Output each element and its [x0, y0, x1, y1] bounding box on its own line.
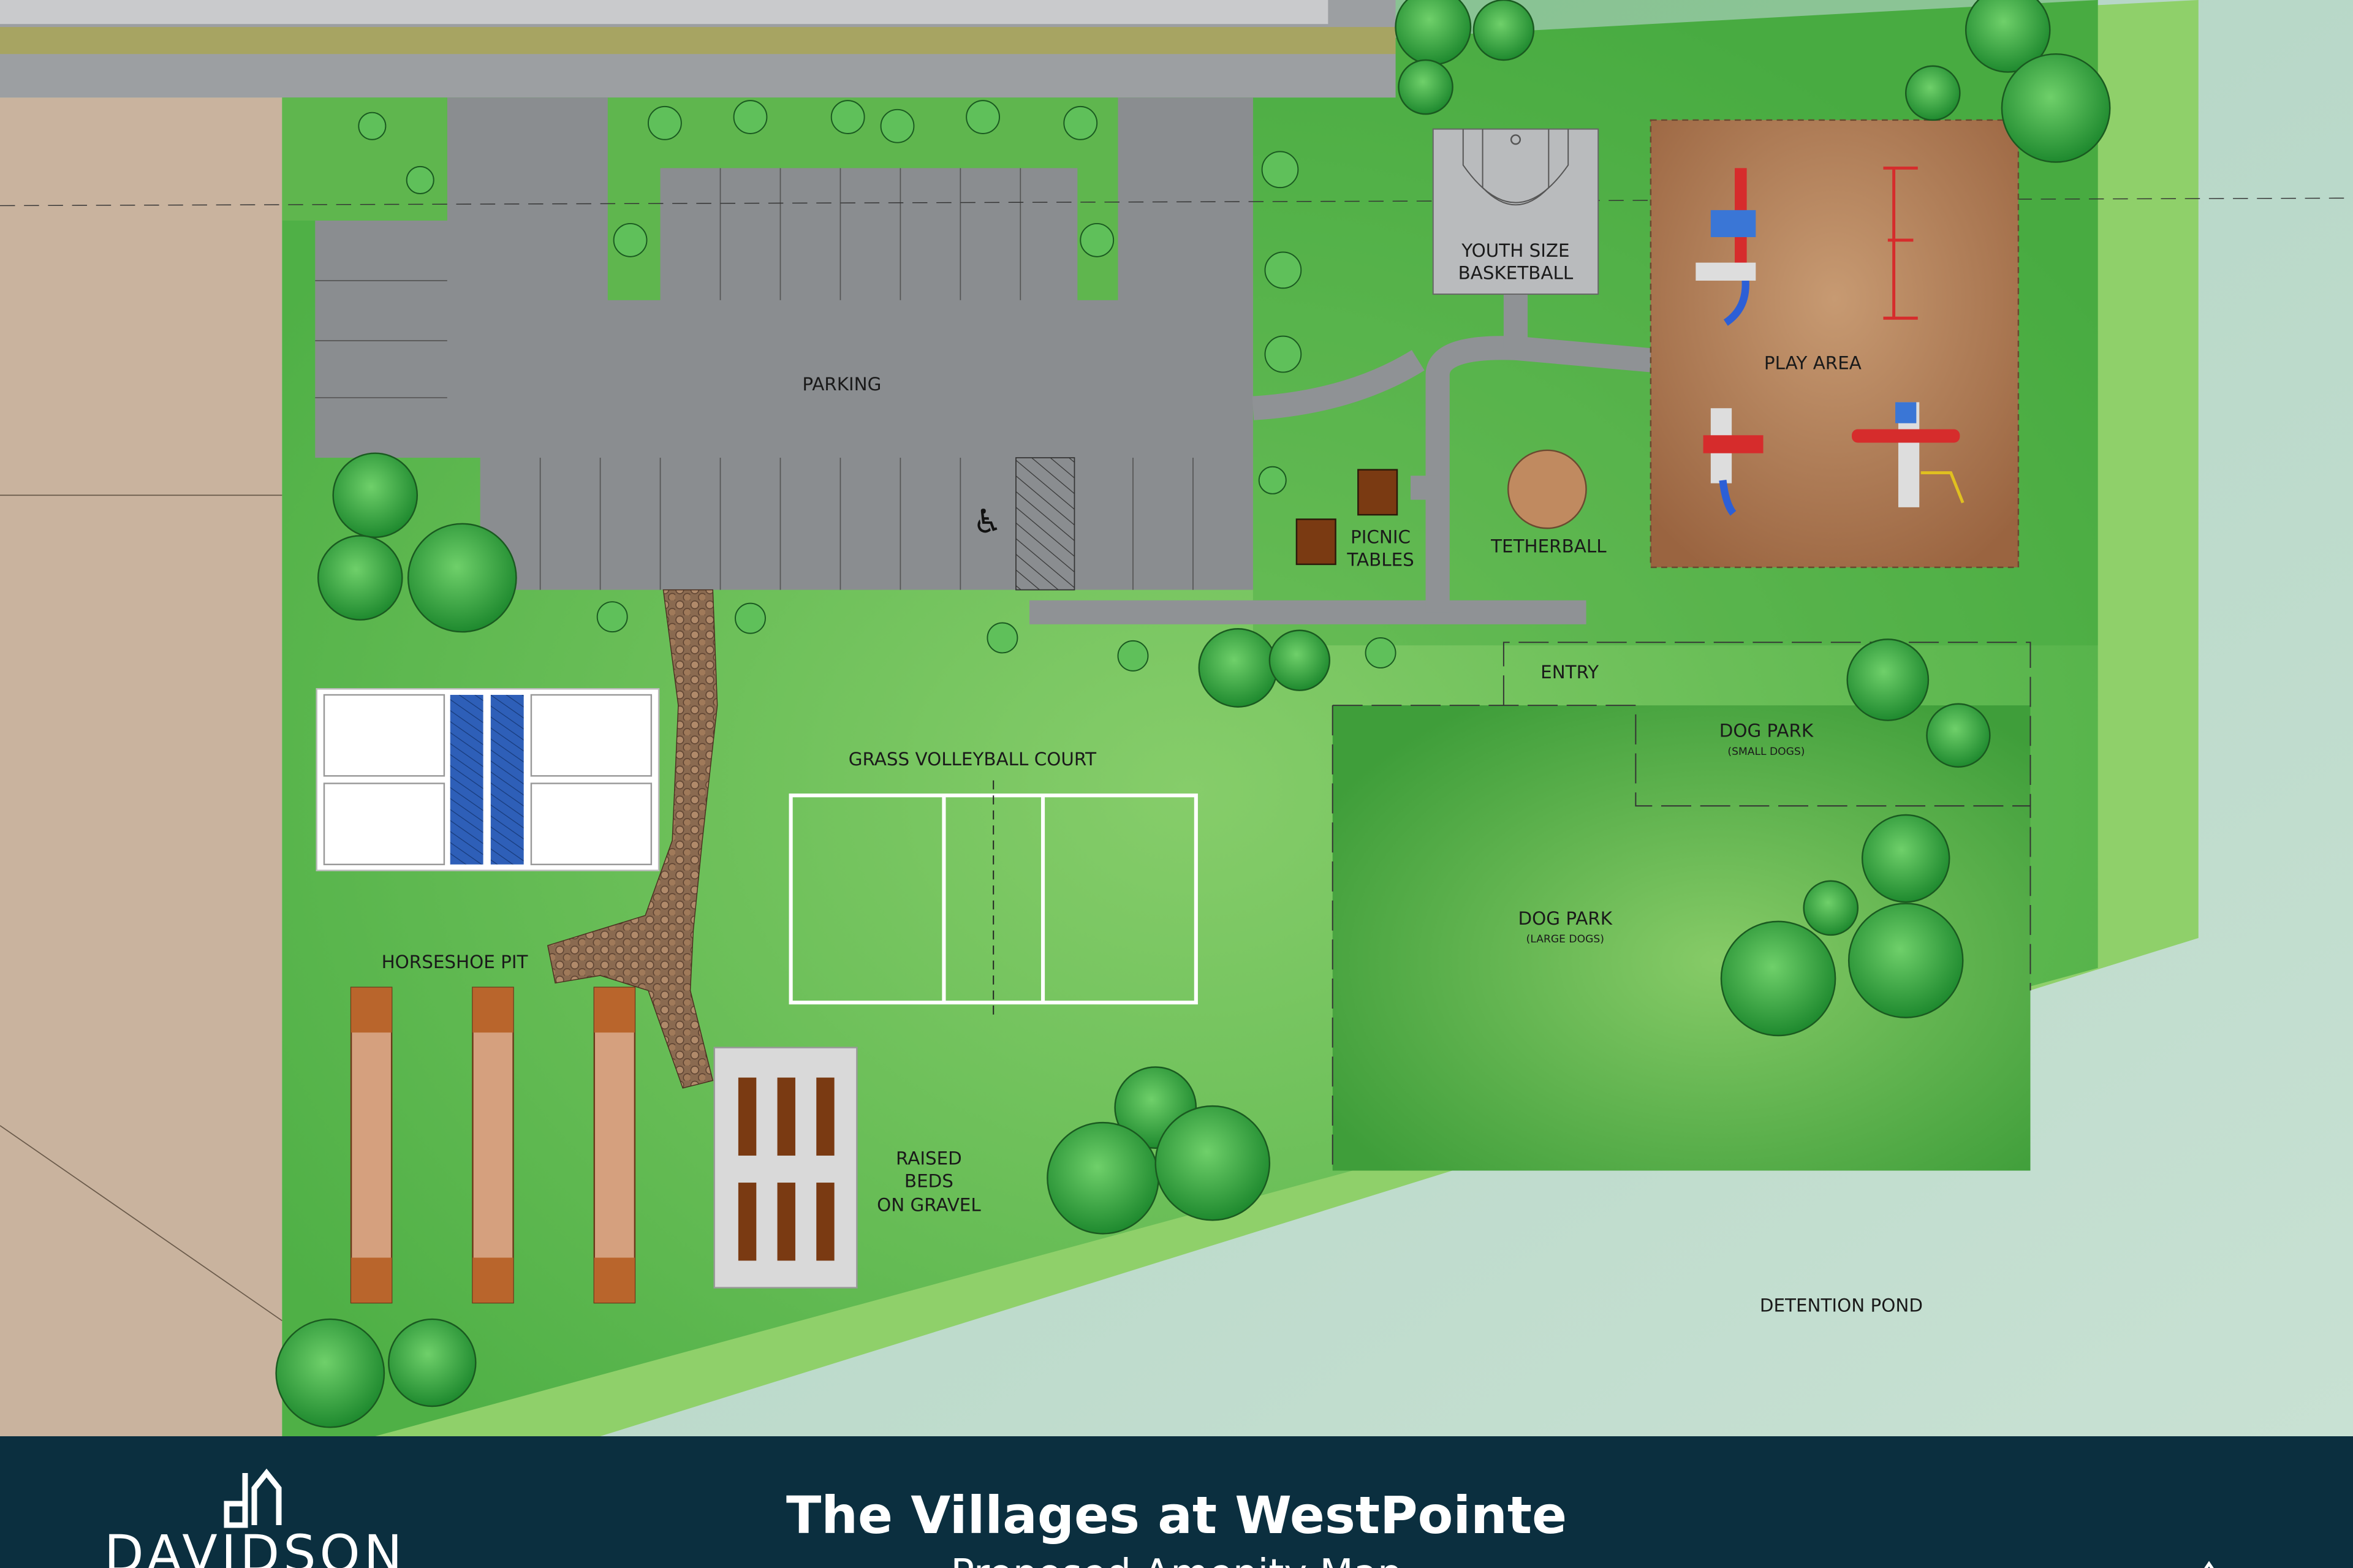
site-plan-map: ♿: [0, 0, 2353, 1436]
horseshoe-pits: [350, 987, 636, 1304]
home-icon: [2204, 1561, 2214, 1568]
tetherball-label: TETHERBALL: [1490, 536, 1607, 556]
play-area-label: PLAY AREA: [1764, 353, 1862, 374]
page-title: The Villages at WestPointe: [786, 1485, 1567, 1545]
play-area: [1650, 119, 2020, 569]
tetherball-pad: [1507, 449, 1587, 529]
raised-beds-label: ON GRAVEL: [877, 1195, 981, 1216]
raised-beds: [713, 1047, 858, 1289]
basketball-label: BASKETBALL: [1458, 263, 1574, 284]
adjacent-parcel: [0, 97, 282, 1436]
raised-beds-label: BEDS: [904, 1170, 953, 1191]
picnic-label: PICNIC: [1351, 527, 1411, 548]
davidson-logo-icon: [224, 1468, 282, 1528]
dog-park-small-label: DOG PARK: [1719, 721, 1814, 741]
pond-label: DETENTION POND: [1760, 1295, 1923, 1316]
dog-park-large-sublabel: (LARGE DOGS): [1526, 933, 1604, 945]
picnic-label: TABLES: [1346, 549, 1414, 570]
raised-beds-label: RAISED: [896, 1148, 962, 1169]
accessible-parking-icon: ♿: [972, 502, 1002, 541]
dog-park-small-sublabel: (SMALL DOGS): [1727, 746, 1805, 758]
parking-label: PARKING: [802, 374, 881, 395]
dog-park-large-label: DOG PARK: [1518, 908, 1613, 929]
volleyball-label: GRASS VOLLEYBALL COURT: [849, 749, 1097, 770]
gravel-path: [547, 589, 718, 1089]
accessible-aisle: [1015, 457, 1075, 591]
shrubs: [358, 100, 1396, 672]
page-subtitle: Proposed Amenity Map: [0, 1551, 2353, 1568]
pickleball-courts: [316, 688, 660, 871]
basketball-court: [1432, 128, 1599, 295]
picnic-table: [1357, 469, 1398, 516]
basketball-label: YOUTH SIZE: [1461, 240, 1569, 261]
entry-label: ENTRY: [1540, 662, 1599, 683]
logo-text: DAVIDSON: [104, 1524, 406, 1568]
volleyball-court: [789, 780, 1198, 1018]
parking-island: [607, 97, 1118, 300]
title-banner: DAVIDSON The Villages at WestPointe Prop…: [0, 1436, 2353, 1568]
horseshoe-label: HORSESHOE PIT: [382, 952, 529, 972]
trees: [275, 0, 2111, 1428]
picnic-table: [1295, 518, 1336, 566]
